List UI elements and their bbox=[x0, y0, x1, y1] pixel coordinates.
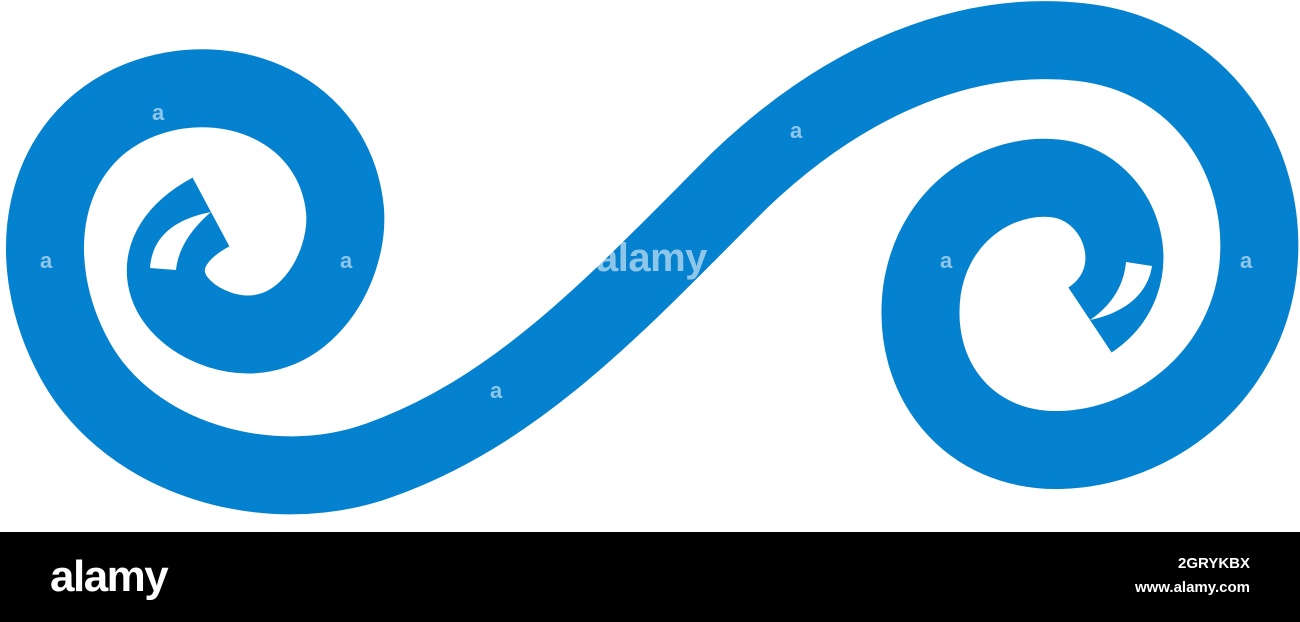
alamy-logo: alamy bbox=[50, 552, 169, 601]
swirl-left-tip bbox=[150, 212, 211, 270]
image-id: 2GRYKBX bbox=[1178, 555, 1250, 572]
footer-bar: alamy 2GRYKBX www.alamy.com bbox=[0, 532, 1300, 622]
swirl-stroke bbox=[6, 1, 1299, 515]
swirl-infinity-wave-icon bbox=[6, 1, 1299, 515]
artwork-area: alamy a a a a a a a bbox=[6, 1, 1299, 515]
site-url: www.alamy.com bbox=[1134, 579, 1250, 596]
swirl-right-tip bbox=[1090, 262, 1152, 320]
